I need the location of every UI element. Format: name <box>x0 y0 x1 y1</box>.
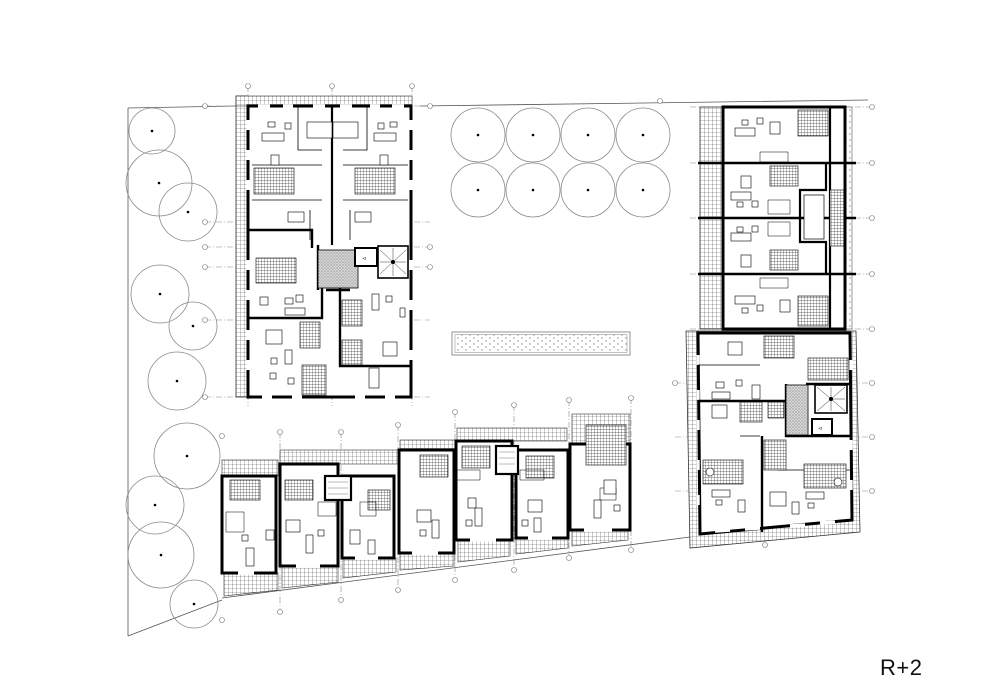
south-east-block: ⊲ <box>685 330 861 549</box>
grid-axis-markers <box>202 83 875 623</box>
north-west-block: ⊲ <box>235 95 413 399</box>
courtyard-trees <box>450 107 671 218</box>
stair-landing <box>785 384 809 436</box>
courtyard-pool <box>451 331 631 356</box>
svg-text:⊲: ⊲ <box>818 426 822 432</box>
stair-landing <box>317 249 359 289</box>
north-east-block <box>698 105 856 331</box>
west-trees <box>125 107 221 629</box>
floor-level-label: R+2 <box>880 655 923 680</box>
south-row-houses <box>220 413 632 597</box>
west-tree-centers <box>150 129 196 606</box>
elevator <box>811 418 833 436</box>
site-boundary <box>127 99 869 637</box>
elevator <box>354 247 378 267</box>
svg-text:⊲: ⊲ <box>362 256 366 262</box>
courtyard-tree-centers <box>476 133 645 192</box>
west-balcony <box>235 95 249 398</box>
